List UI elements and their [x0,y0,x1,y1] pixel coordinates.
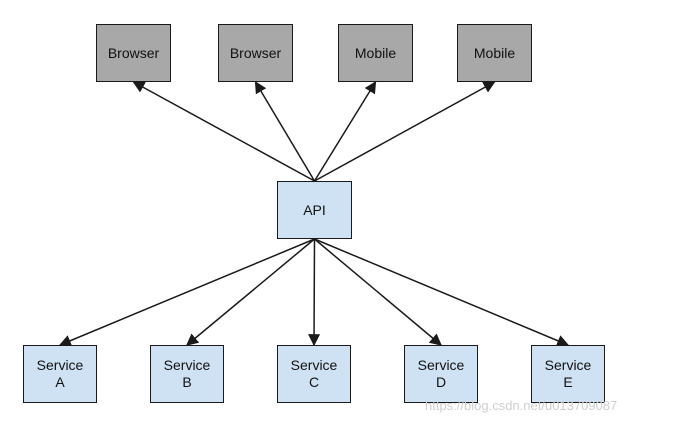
service-e-node: Service E [531,345,605,403]
edge-api-to-service-e [314,238,570,347]
client-mobile-1-node: Mobile [338,24,413,82]
service-c-node: Service C [277,345,351,403]
client-browser-1-label: Browser [107,44,160,61]
api-node: API [277,181,352,239]
edge-api-to-service-c [308,238,321,347]
client-mobile-1-label: Mobile [354,44,397,61]
service-a-line2: A [55,374,65,390]
edge-api-to-browser-1 [132,81,315,182]
service-a-line1: Service [36,357,84,373]
edge-api-to-mobile-1 [313,80,377,182]
service-e-line2: E [563,374,573,390]
service-e-line1: Service [544,357,592,373]
service-b-line1: Service [163,357,211,373]
service-d-line2: D [435,374,447,390]
service-a-node: Service A [23,345,97,403]
service-b-node: Service B [150,345,224,403]
client-browser-1-node: Browser [96,24,171,82]
watermark-text: https://blog.csdn.net/u013709087 [425,398,618,413]
service-c-line2: C [308,374,320,390]
edge-api-to-service-d [314,238,442,346]
edge-api-to-browser-2 [254,80,316,182]
client-mobile-2-label: Mobile [473,44,516,61]
client-mobile-2-node: Mobile [457,24,532,82]
service-d-node: Service D [404,345,478,403]
api-label: API [303,201,326,218]
service-d-line1: Service [417,357,465,373]
service-c-line1: Service [290,357,338,373]
edge-api-to-mobile-2 [314,81,496,182]
edge-api-to-service-a [58,238,315,347]
client-browser-2-label: Browser [229,44,282,61]
client-browser-2-node: Browser [218,24,293,82]
service-b-line2: B [182,374,192,390]
edge-api-to-service-b [186,238,315,346]
